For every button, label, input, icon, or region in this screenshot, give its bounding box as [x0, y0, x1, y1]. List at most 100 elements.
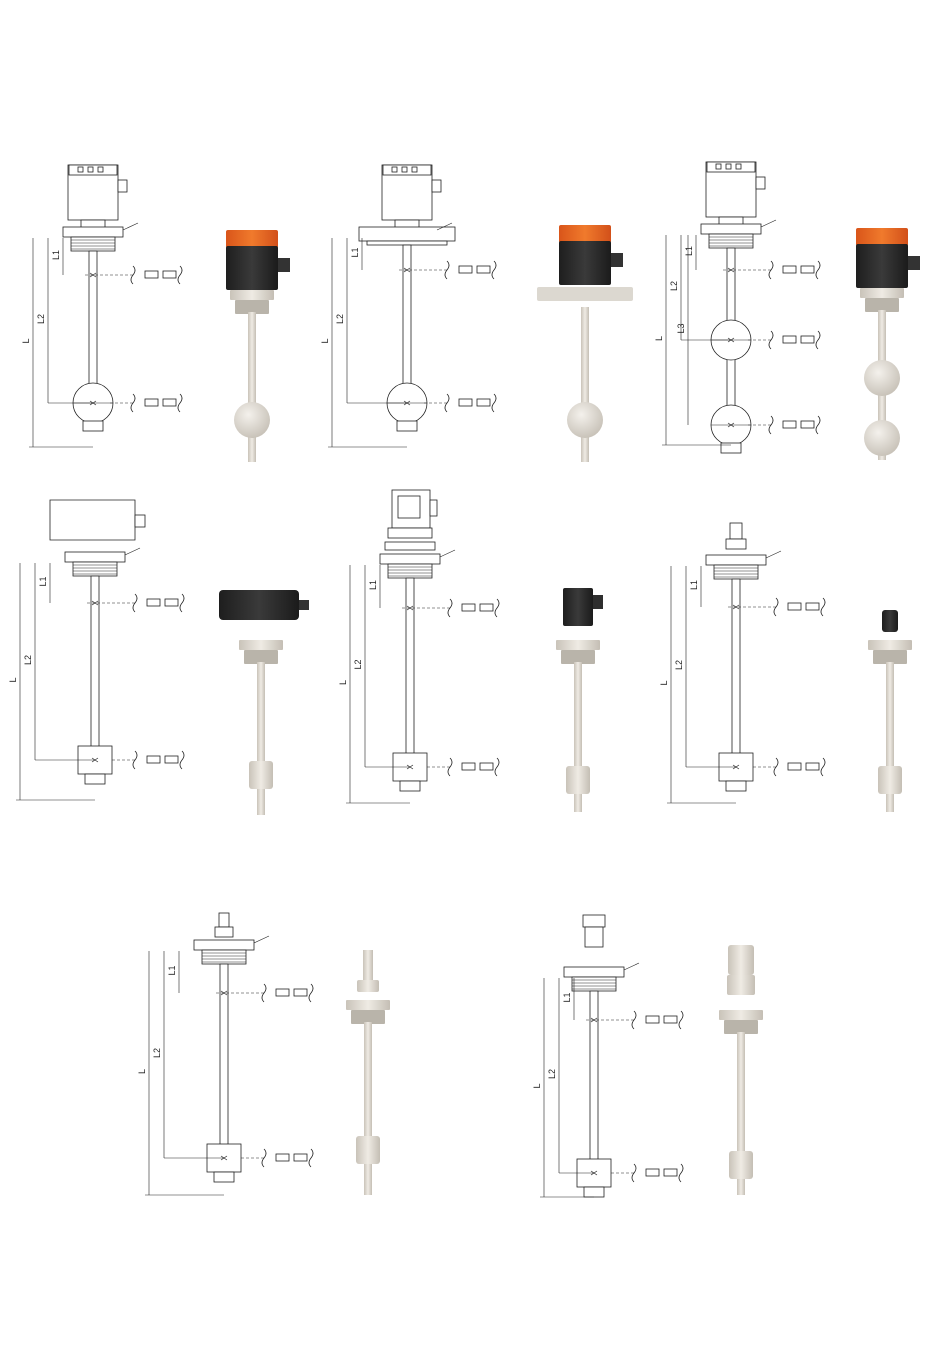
contact-box: [477, 266, 490, 273]
hex-nut: [719, 1010, 763, 1020]
dimension-label-length-2: L2: [36, 314, 46, 324]
dimension-label-length-1: L1: [689, 580, 699, 590]
cylinder-float: [249, 761, 273, 789]
switch-point-symbol: [448, 758, 499, 776]
hex-nut: [556, 640, 600, 650]
hex-nut: [564, 967, 624, 977]
switch-point-symbol: [632, 1011, 683, 1029]
lid-slot: [412, 167, 417, 172]
housing-lid: [856, 228, 908, 246]
end-stop: [400, 781, 420, 791]
cable-gland: [611, 253, 623, 267]
switch-point-symbol: [769, 331, 820, 349]
switch-point-symbol: [133, 751, 184, 769]
hex-nut: [346, 1000, 390, 1010]
cut-mark: [178, 266, 182, 284]
thread: [244, 650, 278, 664]
hex-nut: [380, 554, 440, 564]
contact-box: [477, 399, 490, 406]
product-render-d3: [856, 228, 920, 460]
leader-line: [125, 548, 140, 555]
rod-nut: [215, 927, 233, 937]
cylinder-float: [878, 766, 902, 794]
hex-nut: [230, 290, 274, 300]
switch-point-symbol: [632, 1164, 683, 1182]
dimension-label-length-2: L2: [547, 1069, 557, 1079]
rod-top: [363, 950, 373, 980]
din-gland: [593, 595, 603, 609]
lid-slot: [98, 167, 103, 172]
dimension-label-length-1: L1: [51, 250, 61, 260]
lid-slot: [78, 167, 83, 172]
contact-box: [462, 604, 475, 611]
contact-box: [462, 763, 475, 770]
ball-float: [567, 402, 603, 438]
cut-mark: [679, 1164, 683, 1182]
contact-box: [801, 421, 814, 428]
thread: [351, 1010, 385, 1024]
end-stop: [85, 774, 105, 784]
stem: [248, 312, 256, 462]
contact-box: [276, 1154, 289, 1161]
thread: [873, 650, 907, 664]
switch-point-symbol: [769, 416, 820, 434]
cable-gland: [756, 177, 765, 189]
dimension-label-length-2: L2: [674, 660, 684, 670]
line-drawing-d4: LL2L1: [8, 500, 184, 800]
end-stop: [721, 443, 741, 453]
connector-base: [388, 528, 432, 538]
end-stop: [584, 1187, 604, 1197]
dimension-label-length-1: L1: [167, 965, 177, 975]
dimension-label-length-1: L1: [38, 576, 48, 586]
contact-box: [788, 603, 801, 610]
hex-nut: [701, 224, 761, 234]
switch-point-symbol: [133, 594, 184, 612]
contact-box: [801, 336, 814, 343]
cut-mark: [309, 984, 313, 1002]
cut-mark: [309, 1149, 313, 1167]
thread: [865, 298, 899, 312]
contact-box: [165, 756, 178, 763]
contact-box: [147, 599, 160, 606]
hex-nut: [706, 555, 766, 565]
leader-line: [624, 963, 639, 970]
housing-body: [559, 241, 611, 285]
end-stop: [726, 781, 746, 791]
cut-mark: [180, 751, 184, 769]
m12-connector: [728, 945, 754, 975]
contact-box: [783, 421, 796, 428]
lid-slot: [726, 164, 731, 169]
contact-box: [145, 399, 158, 406]
lid-slot: [392, 167, 397, 172]
connector-body: [727, 975, 755, 995]
contact-box: [480, 763, 493, 770]
line-drawing-d7: LL2L1: [137, 913, 313, 1195]
contact-box: [294, 989, 307, 996]
thread: [235, 300, 269, 314]
flange-gasket: [367, 241, 447, 245]
cut-mark: [821, 598, 825, 616]
dimension-label-total-length: L: [8, 677, 18, 682]
contact-box: [664, 1169, 677, 1176]
cut-mark: [492, 261, 496, 279]
cable-gland-nut: [726, 539, 746, 549]
dimension-label-total-length: L: [654, 336, 664, 341]
hex-nut: [860, 288, 904, 298]
cylinder-float: [566, 766, 590, 794]
stem: [91, 576, 99, 760]
leader-line: [766, 551, 781, 558]
hex-nut: [63, 227, 123, 237]
din-connector: [563, 588, 593, 626]
cut-mark: [495, 599, 499, 617]
connector-ring: [385, 542, 435, 550]
stem: [403, 245, 411, 403]
contact-box: [294, 1154, 307, 1161]
m12-connector-cap: [583, 915, 605, 927]
cable-gland: [882, 610, 898, 632]
lid-slot: [716, 164, 721, 169]
